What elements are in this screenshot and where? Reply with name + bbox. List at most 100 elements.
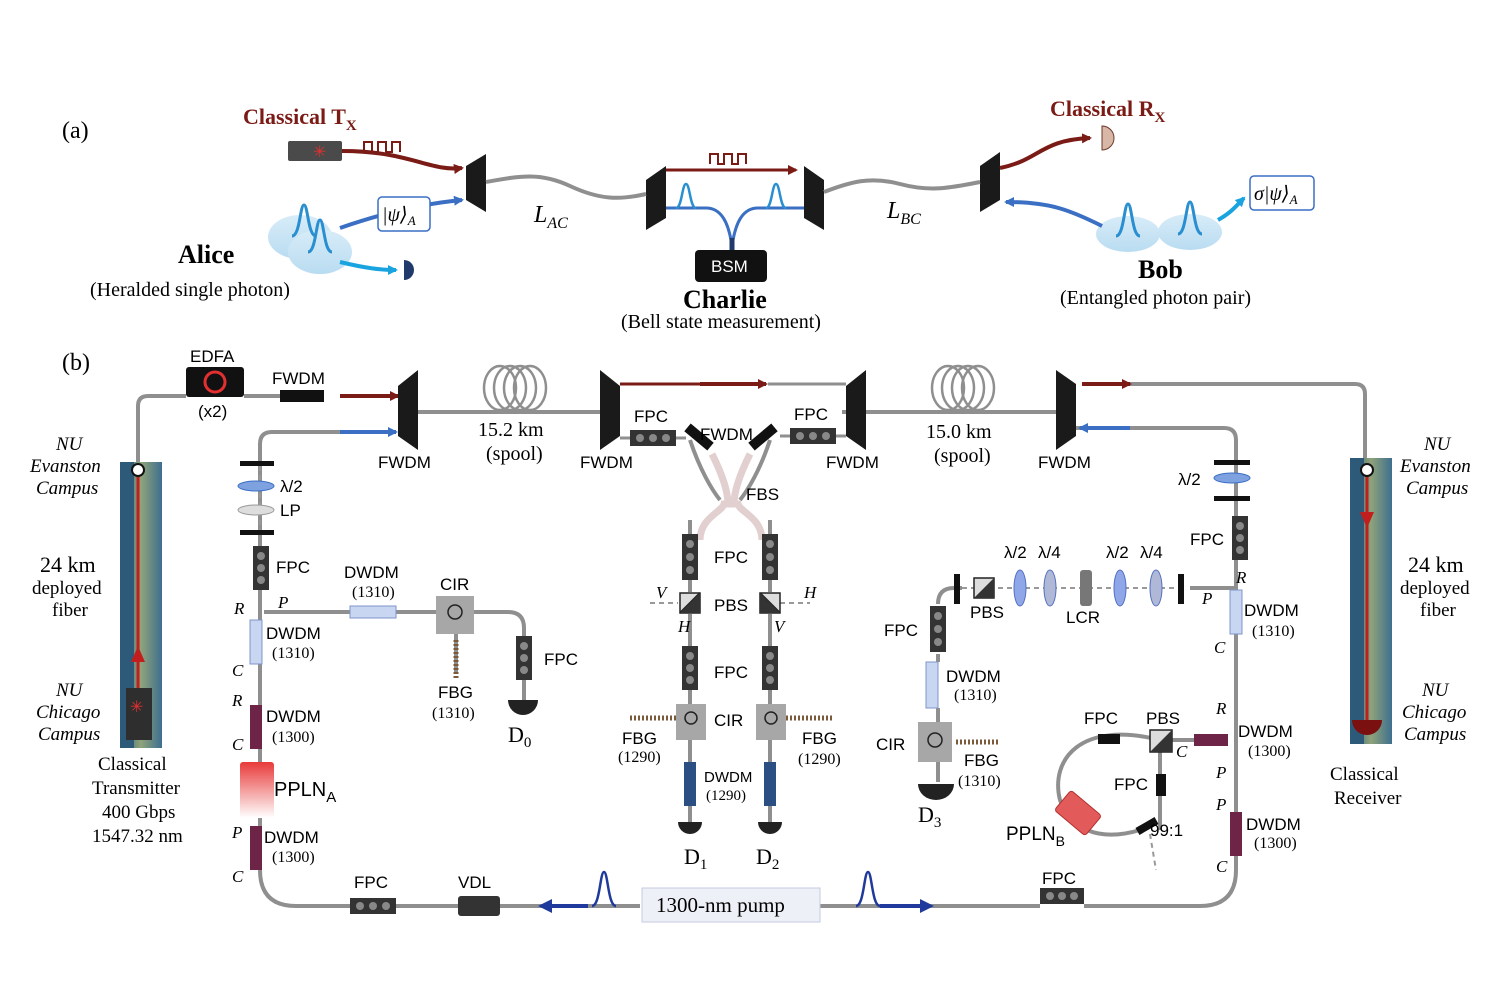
svg-text:Campus: Campus — [1404, 724, 1466, 745]
charlie-title: Charlie — [683, 285, 767, 314]
nu-evanston-left: NU Evanston Campus — [29, 434, 101, 499]
edfa-mult-label: (x2) — [198, 402, 227, 421]
bob-pulse-2 — [1177, 200, 1203, 236]
fpc-charlie-v1 — [682, 534, 698, 580]
bob-output-beam — [1217, 196, 1246, 222]
half-waveplate-alice — [237, 480, 275, 492]
fpc-bob-tomo-label: FPC — [884, 621, 918, 640]
fpc-sagnac-top-label: FPC — [1084, 709, 1118, 728]
dwdm-1310-alice-label: DWDM — [266, 624, 321, 643]
edfa-ring-icon — [203, 370, 227, 394]
panel-b-label: (b) — [62, 350, 90, 376]
dwdm-1300-alice-2 — [250, 826, 262, 870]
svg-text:fiber: fiber — [1420, 600, 1457, 621]
svg-text:Evanston: Evanston — [29, 456, 101, 477]
tomo-mount-right — [1178, 574, 1184, 604]
tomo-quarter-wave-1-label: λ/4 — [1038, 543, 1061, 562]
alice-herald-beam — [339, 260, 398, 275]
ppln-b-label: PPLNB — [1006, 824, 1065, 849]
deployed-right: 24 km deployed fiber — [1400, 552, 1470, 621]
classical-rx-detector-icon — [1101, 125, 1115, 151]
alice-description: (Heralded single photon) — [90, 279, 290, 301]
wdm-mirror-charlie-left — [646, 166, 666, 230]
psi-a-box — [377, 196, 431, 232]
fpc-charlie-right-label: FPC — [794, 405, 828, 424]
detector-d1-icon — [678, 822, 702, 834]
port-r-bob-1: R — [1235, 568, 1247, 587]
lcr-icon — [1080, 570, 1092, 606]
laser-icon — [288, 141, 342, 161]
bob-pulse-1 — [1115, 202, 1141, 238]
classical-rx-beam — [999, 133, 1092, 170]
nu-evanston-right: NU Evanston Campus — [1399, 434, 1471, 499]
fbg-herald-wl: (1310) — [432, 705, 475, 722]
fpc-charlie-v3 — [682, 646, 698, 690]
dwdm-1310-bob — [1229, 589, 1243, 635]
bsm-label: BSM — [711, 257, 748, 276]
svg-text:NU: NU — [1421, 680, 1450, 701]
pol-h-left: H — [677, 617, 692, 636]
pbs-bob-tomo-icon — [973, 577, 995, 599]
vdl-label: VDL — [458, 873, 491, 892]
port-c-alice-2: C — [232, 735, 244, 754]
dwdm-1310-bob-wl: (1310) — [1252, 623, 1295, 640]
classical-transmitter-label: Classical Transmitter 400 Gbps 1547.32 n… — [92, 754, 183, 847]
detector-d0-icon — [508, 700, 538, 715]
tomo-half-wave-2 — [1113, 569, 1127, 607]
svg-text:Classical: Classical — [1330, 764, 1399, 785]
fpc-bob-tomo-v — [930, 606, 946, 652]
alice-pulse-2 — [307, 218, 333, 254]
fpc-charlie-lower-label: FPC — [714, 663, 748, 682]
svg-text:Campus: Campus — [38, 724, 100, 745]
fpc-charlie-v4 — [762, 646, 778, 690]
fbg-charlie-left-label: FBG — [622, 729, 657, 748]
fpc-bottom-right-label: FPC — [1042, 869, 1076, 888]
fpc-bottom-left-label: FPC — [354, 873, 388, 892]
wdm-mirror-charlie-right — [804, 166, 824, 230]
port-c-alice-3: C — [232, 867, 244, 886]
dwdm-1300-bob-2-label: DWDM — [1246, 815, 1301, 834]
fwdm-charlie-left-small — [684, 423, 714, 451]
charlie-quantum-left — [666, 206, 733, 241]
fwdm-alice-label: FWDM — [378, 453, 431, 472]
alice-cloud-2 — [288, 230, 352, 274]
fpc-herald-label: FPC — [544, 650, 578, 669]
charlie-description: (Bell state measurement) — [621, 311, 821, 333]
fbg-charlie-left-wl: (1290) — [618, 749, 661, 766]
svg-text:400 Gbps: 400 Gbps — [102, 802, 175, 823]
tomo-half-wave-1-label: λ/2 — [1004, 543, 1027, 562]
port-c-bob-2: C — [1176, 742, 1188, 761]
port-r-alice-2: R — [231, 691, 243, 710]
waveplate-mount-bottom — [240, 530, 274, 535]
fpc-bottom-right — [1040, 888, 1084, 904]
dwdm-1300-alice-1 — [250, 705, 262, 749]
fbg-bob-wl: (1310) — [958, 773, 1001, 790]
port-p-bob-3: P — [1215, 795, 1226, 814]
alice-pulse-1 — [291, 203, 317, 238]
half-wave-bob-label: λ/2 — [1178, 470, 1201, 489]
psi-a-label: |ψ⟩A — [382, 204, 416, 228]
lac-label: LAC — [533, 202, 568, 232]
fpc-bob-label: FPC — [1190, 530, 1224, 549]
pol-v-left: V — [656, 583, 669, 602]
dwdm-1300-alice-1-label: DWDM — [266, 707, 321, 726]
ppln-b-crystal — [1055, 790, 1101, 836]
svg-text:Campus: Campus — [1406, 478, 1468, 499]
classical-receiver-label: Classical Receiver — [1330, 764, 1402, 809]
spool-right-label: (spool) — [934, 445, 991, 467]
detector-d0-label: D0 — [508, 722, 531, 751]
fbg-herald-label: FBG — [438, 683, 473, 702]
ppln-a-label: PPLNA — [274, 779, 336, 806]
dwdm-1310-bob-label: DWDM — [1244, 601, 1299, 620]
port-p-alice-2: P — [231, 823, 242, 842]
port-c-alice-1: C — [232, 661, 244, 680]
svg-text:NU: NU — [55, 680, 84, 701]
pump-pulse-left — [591, 870, 617, 908]
port-p-bob-2: P — [1215, 763, 1226, 782]
detector-d2-icon — [758, 822, 782, 834]
fwdm-mirror-bob — [1056, 370, 1076, 450]
vdl-box — [458, 896, 500, 916]
dwdm-1300-bob-1-wl: (1300) — [1248, 743, 1291, 760]
charlie-quantum-right — [731, 206, 804, 241]
pump-arrow-left-head — [538, 899, 552, 913]
